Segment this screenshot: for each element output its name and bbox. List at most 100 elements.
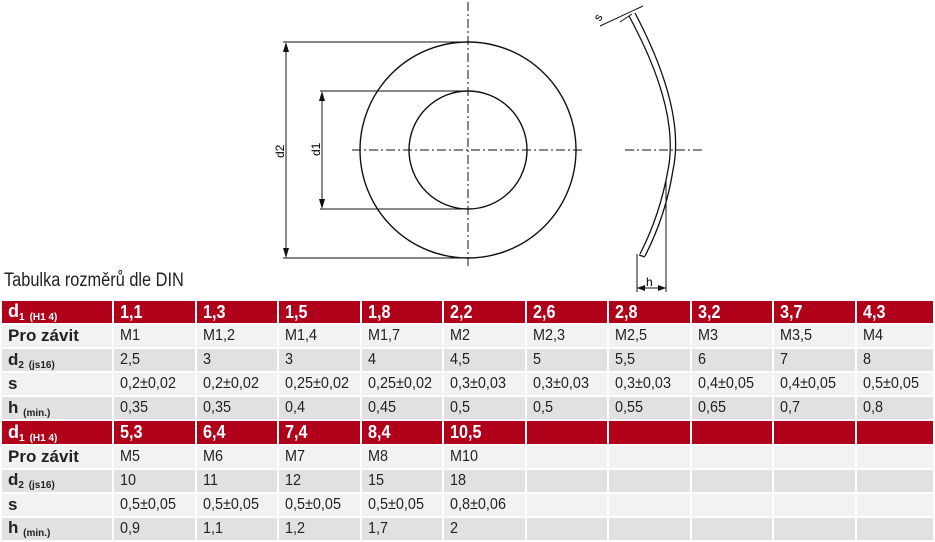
cell-value: 0,35	[120, 399, 149, 417]
cell-thread: M8	[359, 443, 444, 470]
cell-d1: 1,5	[277, 298, 362, 326]
cell-thread: M1,2	[194, 323, 279, 350]
row-label-thread: Pro závit	[0, 323, 114, 350]
cell-value: M1,2	[202, 327, 235, 345]
cell-value: M5	[120, 447, 141, 465]
cell-h: 0,5	[524, 395, 609, 422]
row-label-note: (H1 4)	[29, 432, 58, 444]
cell-value: 0,25±0,02	[367, 375, 432, 393]
cell-value: 0,8	[862, 399, 883, 417]
cell-value: 0,4±0,05	[780, 375, 836, 393]
row-label-h: h (min.)	[0, 515, 114, 542]
cell-d2: 11	[194, 467, 279, 494]
cell-thread: M7	[277, 443, 362, 470]
cell-value: 0,3±0,03	[450, 375, 506, 393]
cell-value: M1,7	[367, 327, 400, 345]
cell-thread: M2,5	[607, 323, 692, 350]
cell-thread: M1,4	[277, 323, 362, 350]
row-label-text: h	[8, 518, 19, 538]
cell-h	[607, 515, 692, 542]
cell-s: 0,25±0,02	[359, 371, 444, 398]
cell-d2: 4,5	[442, 347, 527, 374]
row-label-text: s	[8, 374, 18, 394]
cell-d1: 6,4	[194, 419, 279, 446]
cell-d1: 10,5	[442, 419, 527, 446]
cell-value: 0,5±0,05	[367, 495, 424, 513]
cell-value: 0,25±0,02	[285, 375, 349, 393]
cell-d1	[689, 419, 774, 446]
row-label-text: d	[8, 349, 19, 369]
cell-value: 1,7	[367, 519, 388, 537]
cell-value: M1	[120, 327, 141, 345]
cell-s: 0,3±0,03	[442, 371, 527, 398]
cell-d2: 15	[359, 467, 444, 494]
cell-value: 5,5	[615, 351, 636, 369]
cell-value: M7	[285, 447, 306, 465]
cell-value: 10	[120, 471, 137, 489]
row-label-thread: Pro závit	[0, 443, 114, 470]
cell-h: 0,55	[607, 395, 692, 422]
cell-h: 1,1	[194, 515, 279, 542]
cell-value: 6,4	[202, 422, 226, 443]
cell-h: 0,9	[112, 515, 197, 542]
cell-d1: 5,3	[112, 419, 197, 446]
cell-d1: 1,1	[112, 298, 197, 326]
cell-value: 4	[367, 351, 376, 369]
cell-thread	[689, 443, 774, 470]
cell-s: 0,5±0,05	[112, 491, 197, 518]
cell-d1: 8,4	[359, 419, 444, 446]
cell-value: 0,4	[285, 399, 306, 417]
cell-value: M3	[697, 327, 718, 345]
row-label-subscript: 1	[19, 312, 25, 324]
cell-thread	[524, 443, 609, 470]
cell-value: 2,2	[450, 301, 473, 322]
cell-d2: 4	[359, 347, 444, 374]
cell-value: 12	[285, 471, 302, 489]
cell-s	[854, 491, 935, 518]
cell-d2: 3	[277, 347, 362, 374]
cell-value: M1,4	[285, 327, 318, 345]
cell-value: 1,2	[285, 519, 306, 537]
cell-value: 3	[202, 351, 211, 369]
cell-d2: 6	[689, 347, 774, 374]
cell-s	[689, 491, 774, 518]
cell-h: 0,65	[689, 395, 774, 422]
row-label-h: h (min.)	[0, 395, 114, 422]
cell-value: M3,5	[780, 327, 813, 345]
s-label: s	[590, 11, 605, 23]
cell-value: M2,3	[532, 327, 565, 345]
cell-value: 5	[532, 351, 541, 369]
cell-h: 1,7	[359, 515, 444, 542]
cell-h: 2	[442, 515, 527, 542]
cell-value: 7	[780, 351, 789, 369]
row-label-d1: d1 (H1 4)	[0, 298, 114, 326]
cell-h: 0,35	[112, 395, 197, 422]
cell-d1: 4,3	[854, 298, 935, 326]
cell-h	[854, 515, 935, 542]
washer-drawing: d2 d1 s h	[273, 2, 702, 292]
row-label-d2: d2 (js16)	[0, 347, 114, 374]
cell-d2: 7	[772, 347, 857, 374]
cell-d2	[524, 467, 609, 494]
cell-value: 1,1	[120, 301, 143, 322]
cell-s: 0,3±0,03	[524, 371, 609, 398]
cell-d1: 1,3	[194, 298, 279, 326]
cell-h: 1,2	[277, 515, 362, 542]
cell-thread: M6	[194, 443, 279, 470]
cell-d2	[689, 467, 774, 494]
cell-s: 0,5±0,05	[359, 491, 444, 518]
cell-value: 0,3±0,03	[615, 375, 671, 393]
cell-value: 0,5±0,05	[862, 375, 919, 393]
row-label-text: d	[8, 421, 19, 442]
d2-label: d2	[273, 144, 287, 158]
cell-value: M2	[450, 327, 471, 345]
cell-value: 0,5	[450, 399, 471, 417]
cell-value: 0,5	[532, 399, 553, 417]
cell-s	[524, 491, 609, 518]
cell-value: 1,8	[367, 301, 391, 322]
